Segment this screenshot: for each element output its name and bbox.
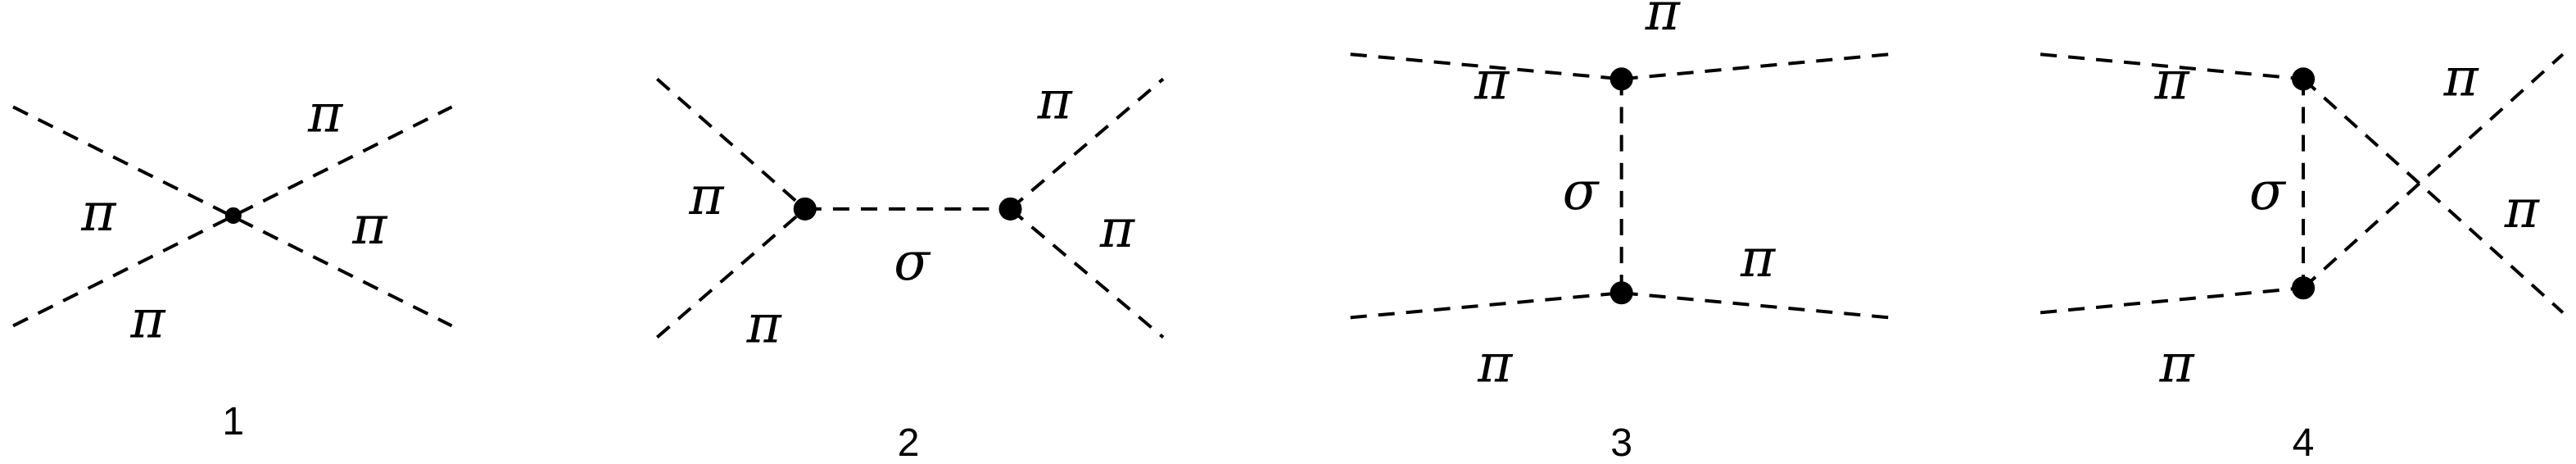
pion-label: π	[1037, 70, 1074, 131]
vertex-dot	[1609, 67, 1633, 91]
diagram-4: π π π π σ 4	[2040, 47, 2565, 464]
diagram-2: π π π π σ 2	[655, 70, 1165, 464]
pion-line	[1350, 52, 1622, 81]
vertex-dot	[998, 197, 1022, 221]
diagram-number: 2	[898, 421, 920, 464]
pion-line	[1009, 77, 1165, 211]
pion-label: π	[2159, 334, 2196, 395]
vertex-dot	[1609, 281, 1633, 305]
diagram-1: π π π π 1	[12, 84, 453, 444]
pion-line	[655, 77, 807, 211]
pion-label: π	[2504, 179, 2541, 240]
vertex-dot	[793, 197, 817, 221]
vertex-dot	[2292, 67, 2316, 91]
pion-line	[2040, 286, 2304, 315]
pion-line	[1621, 52, 1890, 81]
sigma-label: σ	[894, 231, 931, 293]
pion-line	[2302, 52, 2565, 289]
pion-label: π	[1477, 334, 1514, 395]
pion-label: π	[2443, 47, 2480, 108]
pion-label: π	[1474, 50, 1510, 111]
pion-line	[1621, 291, 1890, 320]
sigma-label: σ	[2249, 161, 2287, 222]
pion-label: π	[746, 293, 783, 355]
pion-label: π	[688, 166, 725, 227]
pion-line	[1009, 207, 1165, 339]
diagram-number: 1	[222, 399, 244, 444]
pion-line	[655, 207, 807, 339]
diagram-3: π π π π σ 3	[1350, 0, 1890, 464]
pion-label: π	[1645, 0, 1682, 43]
pion-label: π	[351, 195, 388, 257]
pion-line	[2040, 52, 2304, 81]
pion-label: π	[2154, 50, 2191, 111]
pion-label: π	[307, 84, 344, 145]
pion-label: π	[1099, 198, 1136, 260]
pion-line	[1350, 291, 1622, 320]
vertex-dot	[224, 207, 242, 224]
pion-label: π	[80, 182, 117, 243]
pion-label: π	[1740, 228, 1777, 289]
pion-line	[2302, 77, 2565, 314]
sigma-label: σ	[1563, 161, 1600, 222]
vertex-dot	[2292, 276, 2316, 300]
diagram-number: 4	[2293, 421, 2315, 464]
pion-label: π	[129, 289, 166, 350]
diagram-number: 3	[1610, 421, 1632, 464]
